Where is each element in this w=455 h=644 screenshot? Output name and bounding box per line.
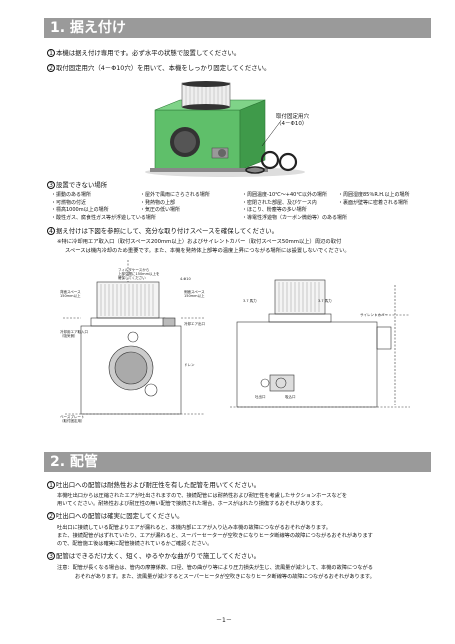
- back-space-line1: 背面スペース: [60, 290, 81, 294]
- air-outlet-label: 冷却エア出口: [184, 322, 205, 326]
- list-row: ・振動のある場所 ・屋外で風雨にさらされる場所 ・周囲温度-10℃～+40℃以外…: [51, 192, 421, 200]
- top-note-line2: 上部空間に150mm以上を: [118, 272, 160, 276]
- list-item: ・裏面が壁等に密着される場所: [338, 199, 409, 206]
- list-item: ・導電性浮遊物（カーボン微紛等）のある場所: [242, 214, 348, 221]
- list-row: ・可燃物の付近 ・発熱物の上部 ・密閉された部屋、及びケース内 ・裏面が壁等に密…: [51, 200, 421, 208]
- list-item: ・標高1000m以上の場所: [51, 207, 109, 213]
- mount-line2: （取付固定用）: [60, 419, 85, 423]
- side-space-label: 側面スペース 150mm以上: [184, 290, 205, 298]
- item-number: 2: [47, 512, 55, 520]
- piping-item-1-sub-1: 本機吐出口からは圧縮されたエアが吐出されますので、接続配管には耐熱性および耐圧性…: [57, 493, 348, 499]
- cooling-label: 冷却用エア取入口 （吸気側）: [60, 330, 88, 338]
- item-text: 吐出口への配管は確実に固定してください。: [56, 512, 184, 520]
- space-note-1: ※特に冷却用エア取入口（取付スペース200mm以上）およびサイレントカバー（取付…: [57, 239, 342, 245]
- list-item: ・周囲温度-10℃～+40℃以外の場所: [242, 192, 327, 198]
- list-item: ・気圧の低い場所: [140, 207, 181, 213]
- list-item: ・周囲湿度85％R.H.以上の場所: [338, 192, 410, 198]
- piping-item-1-sub-2: 用いてください。耐熱性および耐圧性の無い配管で接続された場合、ホースがはれたり損…: [57, 501, 326, 507]
- top-note: フィルタケースから 上部空間に150mm以上を 確保してください: [118, 268, 160, 280]
- mount-line1: ベースプレート: [60, 415, 85, 419]
- side-view-drawing: [230, 279, 410, 408]
- mount-label: ベースプレート （取付固定用）: [60, 415, 85, 423]
- cannot-place-title: 設置できない場所: [56, 181, 108, 189]
- cooling-line2: （吸気側）: [60, 334, 78, 338]
- hole-top-label: 4-Φ10: [180, 277, 191, 281]
- item-number: 3: [47, 181, 55, 189]
- item-number: 1: [47, 481, 55, 489]
- drain-label: ドレン: [184, 363, 195, 367]
- item-text: 配管はできるだけ太く、短く、ゆるやかな曲がりで施工してください。: [56, 552, 260, 560]
- cannot-place-list: ・振動のある場所 ・屋外で風雨にさらされる場所 ・周囲温度-10℃～+40℃以外…: [51, 192, 421, 222]
- hole-label-line1: 取付固定用穴: [276, 114, 310, 120]
- machine-photo: [145, 81, 305, 177]
- back-space-line2: 150mm以上: [60, 294, 81, 298]
- side-space-line2: 150mm以上: [184, 294, 205, 298]
- list-item: ・可燃物の付近: [51, 199, 87, 206]
- list-item: ・密閉された部屋、及びケース内: [242, 199, 317, 206]
- piping-item-3-sub-1: 注意：配管が長くなる場合は、管内の摩擦係数、口径、管の曲がり等により圧力損失が生…: [57, 565, 373, 571]
- section2-title: 2. 配管: [44, 452, 431, 472]
- side-space-line1: 側面スペース: [184, 290, 205, 294]
- item-number: 3: [47, 552, 55, 560]
- cooling-line1: 冷却用エア取入口: [60, 330, 88, 334]
- piping-item-2-sub-2: また、接続配管がはずれていたり、エアが漏れると、スーパーセーターが空吹きになりヒ…: [57, 533, 373, 539]
- blower-label: 吐出口: [255, 395, 266, 399]
- item-number: 4: [47, 227, 55, 235]
- item-number: 2: [47, 64, 55, 72]
- top-note-line1: フィルタケースから: [118, 268, 150, 272]
- piping-item-2-sub-3: ので、配管施工後は確実に配管接続されているかご確認ください。: [57, 541, 213, 547]
- right-label-2: 3.7 馬力: [318, 299, 332, 303]
- item-number: 1: [47, 49, 55, 57]
- list-item: ・振動のある場所: [51, 192, 92, 198]
- page-number: －1－: [216, 617, 232, 624]
- list-item: ・ほこり、粉塵等の多い場所: [242, 207, 307, 213]
- space-text: 据え付けは下図を参照にして、充分な取り付けスペースを確保してください。: [56, 227, 279, 235]
- piping-item-2-sub-1: 吐出口に接続している配管よりエアが漏れると、本機内部にエアが入り込み本機の故障に…: [57, 525, 331, 531]
- list-item: ・酸性ガス、腐食性ガス等が浮遊している場所: [51, 214, 156, 221]
- piping-item-3-sub-2: おそれがあります。また、流風量が減少するとスーパーヒータが空吹きになりヒータ断線…: [75, 574, 375, 580]
- back-space-label: 背面スペース 150mm以上: [60, 290, 81, 298]
- item-text: 吐出口への配管は耐熱性および耐圧性を有した配管を用いてください。: [56, 481, 261, 489]
- list-row: ・酸性ガス、腐食性ガス等が浮遊している場所 ・導電性浮遊物（カーボン微紛等）のあ…: [51, 215, 421, 223]
- top-note-line3: 確保してください: [118, 276, 146, 280]
- space-note-2: スペースは機内冷却のため重要です。また、本機を発熱体上部等の温度上昇につながる場…: [65, 248, 350, 254]
- hole-label: 取付固定用穴 （4－Φ10）: [276, 114, 309, 128]
- list-item: ・屋外で風雨にさらされる場所: [140, 192, 210, 198]
- hole-label-line2: （4－Φ10）: [276, 121, 308, 127]
- item-text: 取付固定用穴（4－Φ10穴）を用いて、本機をしっかり固定してください。: [56, 64, 271, 72]
- silent-cover-label: サイレントカバー: [360, 313, 388, 317]
- item-text: 本機は据え付け専用です。必ず水平の状態で設置してください。: [56, 49, 241, 57]
- list-item: ・発熱物の上部: [140, 199, 176, 206]
- right-label-1: 3.7 馬力: [243, 299, 257, 303]
- front-view-drawing: [63, 260, 205, 415]
- section1-title: 1. 据え付け: [44, 18, 431, 38]
- list-row: ・標高1000m以上の場所 ・気圧の低い場所 ・ほこり、粉塵等の多い場所: [51, 207, 421, 215]
- exhaust-label: 吸込口: [285, 395, 296, 399]
